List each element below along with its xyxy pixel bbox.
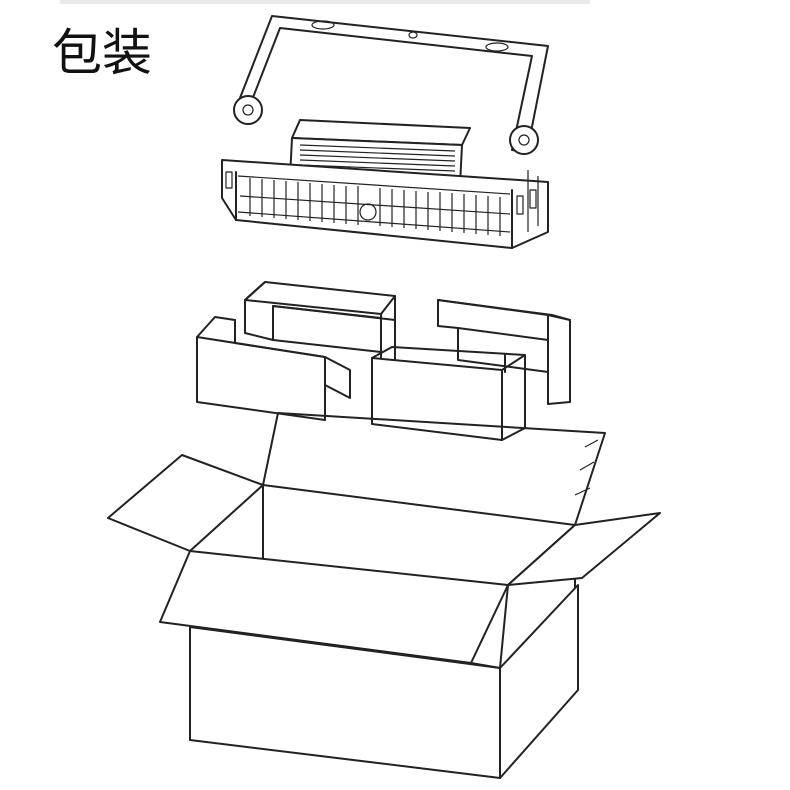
box-left-flap <box>107 454 264 552</box>
floodlight-fixture <box>221 15 549 249</box>
top-divider <box>60 0 590 4</box>
box-back-flap <box>262 412 606 526</box>
page-title: 包装 <box>52 24 152 82</box>
lamp-housing <box>221 159 549 249</box>
mounting-bracket <box>233 15 549 155</box>
foam-insert-back-right <box>437 299 571 405</box>
foam-insert-back-left <box>244 281 396 381</box>
box-side-face <box>499 584 579 779</box>
cardboard-box <box>107 412 661 779</box>
foam-insert-front-right <box>371 346 526 441</box>
box-right-flap <box>507 512 661 586</box>
